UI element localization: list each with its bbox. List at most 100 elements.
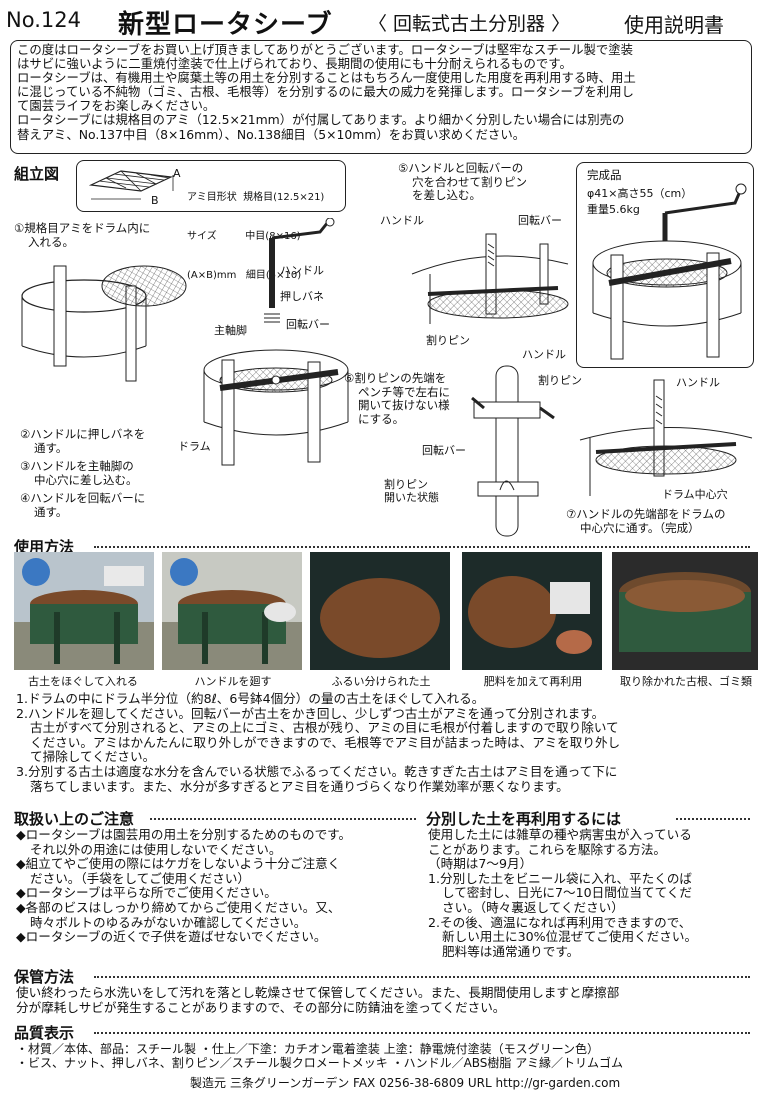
intro-line: この度はロータシーブをお買い上げ頂きましてありがとうございます。ロータシーブは堅…: [17, 42, 634, 57]
step-text: ⑦ハンドルの先端部をドラムの: [566, 507, 726, 521]
storage-heading: 保管方法: [14, 968, 75, 986]
cautions-list: ◆ロータシーブは園芸用の用土を分別するためのものです。 それ以外の用途には使用し…: [16, 827, 420, 945]
complete-weight: 重量5.6kg: [587, 203, 640, 216]
complete-product-box: 完成品 φ41×高さ55（cm） 重量5.6kg: [576, 162, 754, 368]
product-subtitle: 〈 回転式古土分別器 〉: [368, 13, 571, 35]
handle-parts-illustration: [264, 218, 335, 323]
usage-line: 3.分別する古土は適度な水分を含んでいる状態でふるってください。乾きすぎた古土は…: [16, 763, 618, 779]
intro-line: 替えアミ、No.137中目（8×16mm）、No.138細目（5×10mm）をお…: [17, 126, 526, 142]
intro-box: この度はロータシーブをお買い上げ頂きましてありがとうございます。ロータシーブは堅…: [10, 40, 752, 154]
caution-line: ◆ロータシーブの近くで子供を遊ばせないでください。: [16, 929, 327, 945]
usage-photo-5: [612, 552, 758, 670]
reuse-line: して密封し、日光に7～10日間位当ててくだ: [442, 885, 692, 901]
intro-line: て園芸ライフをお楽しみください。: [17, 98, 216, 114]
step-text: ③ハンドルを主軸脚の: [20, 459, 134, 473]
assembly-step-2: ②ハンドルに押しバネを 通す。: [20, 427, 146, 455]
mesh-spec-box: A B アミ目形状 規格目(12.5×21) サイズ 中目(8×16) (A×B…: [76, 160, 346, 281]
handle-label: ハンドル: [522, 348, 566, 361]
usage-photo-3: [310, 552, 450, 670]
drum-with-mesh-illustration: [21, 265, 187, 382]
label-text: 割りピン: [384, 478, 428, 491]
product-title: 新型ロータシーブ: [118, 10, 333, 40]
step-text: にする。: [358, 411, 405, 426]
photo-caption: 肥料を加えて再利用: [483, 675, 583, 688]
split-pin-label: 割りピン: [538, 374, 582, 387]
divider: [94, 976, 750, 978]
storage-line: 分が摩耗しサビが発生することがありますので、その部分に防錆油を塗ってください。: [16, 999, 506, 1015]
step-text: ペンチ等で左右に: [358, 384, 450, 399]
reuse-line: 使用した土には雑草の種や病害虫が入っている: [428, 827, 692, 842]
split-pin-label: 割りピン: [426, 334, 470, 347]
caution-line: それ以外の用途には使用しないでください。: [30, 841, 282, 857]
split-pin-open-label: 割りピン 開いた状態: [384, 478, 439, 504]
complete-title: 完成品: [587, 168, 622, 182]
step-text: 通す。: [34, 504, 68, 519]
reuse-line: （時期は7～9月）: [428, 856, 533, 872]
photo-caption: ふるい分けられた土: [331, 675, 431, 688]
reuse-heading: 分別した土を再利用するには: [426, 810, 622, 828]
reuse-line: ことがあります。これらを駆除する方法。: [428, 841, 667, 857]
product-number: No.124: [6, 8, 81, 32]
main-leg-label: 主軸脚: [214, 324, 247, 337]
intro-line: に混じっている不純物（ゴミ、古根、毛根等）を分別するのに最大の威力を発揮します。…: [17, 84, 634, 100]
dim-a-label: A: [173, 167, 181, 180]
label-text: 開いた状態: [384, 491, 439, 504]
rotary-bar-label: 回転バー: [518, 214, 562, 227]
quality-line: ・ビス、ナット、押しバネ、割りピン／スチール製クロメートメッキ ・ハンドル／AB…: [16, 1056, 624, 1071]
step-text: ⑥割りピンの先端を: [344, 371, 447, 385]
step-text: ⑤ハンドルと回転バーの: [398, 161, 524, 175]
usage-heading: 使用方法: [14, 538, 75, 556]
assembly-step-6: ⑥割りピンの先端を ペンチ等で左右に 開いて抜けない様 にする。: [344, 371, 450, 426]
manufacturer-footer: 製造元 三条グリーンガーデン FAX 0256-38-6809 URL http…: [190, 1076, 621, 1090]
complete-size: φ41×高さ55（cm）: [587, 187, 693, 200]
photo-caption: 取り除かれた古根、ゴミ類: [620, 675, 752, 688]
caution-line: 時々ボルトのゆるみがないか確認してください。: [30, 914, 307, 930]
caution-line: ◆各部のビスはしっかり締めてからご使用ください。又、: [16, 899, 341, 915]
reuse-line: 肥料等は通常通りです。: [442, 943, 580, 959]
handle-into-drum-illustration: [579, 379, 753, 496]
usage-instructions: 1.ドラムの中にドラム半分位（約8ℓ、6号鉢4個分）の量の古土をほぐして入れる。…: [16, 691, 758, 794]
intro-line: ロータシーブには規格目のアミ（12.5×21mm）が付属してあります。より細かく…: [17, 112, 625, 128]
complete-product-illustration: [592, 183, 747, 360]
storage-text: 使い終わったら水洗いをして汚れを落とし乾燥させて保管してください。また、長期間使…: [16, 985, 758, 1015]
step-text: 穴を合わせて割りピン: [412, 174, 527, 189]
step-text: 開いて抜けない様: [358, 398, 450, 412]
reuse-line: 2.その後、適温になれば再利用できますので、: [428, 914, 692, 930]
spring-label: 押しバネ: [280, 290, 324, 303]
quality-line: ・材質／本体、部品：スチール製 ・仕上／下塗：カチオン電着塗装 上塗：静電焼付塗…: [16, 1042, 600, 1056]
quality-heading: 品質表示: [14, 1024, 75, 1042]
dim-b-label: B: [151, 194, 159, 207]
usage-line: 1.ドラムの中にドラム半分位（約8ℓ、6号鉢4個分）の量の古土をほぐして入れる。: [16, 691, 485, 706]
caution-line: ◆ロータシーブは園芸用の用土を分別するためのものです。: [16, 827, 352, 842]
handle-label: ハンドル: [676, 376, 720, 389]
assembly-step-5: ⑤ハンドルと回転バーの 穴を合わせて割りピン を差し込む。: [398, 161, 527, 203]
caution-line: ださい。（手袋をしてご使用ください）: [30, 870, 251, 886]
reuse-line: さい。（時々裏返してください）: [442, 899, 624, 915]
rotary-bar-label: 回転バー: [286, 318, 330, 331]
reuse-list: 使用した土には雑草の種や病害虫が入っている ことがあります。これらを駆除する方法…: [428, 827, 758, 959]
step-text: 中心穴に差し込む。: [34, 472, 138, 487]
assembly-step-4: ④ハンドルを回転バーに 通す。: [20, 491, 145, 519]
step-text: 入れる。: [28, 234, 74, 249]
usage-photo-1: [14, 552, 154, 670]
quality-text: ・材質／本体、部品：スチール製 ・仕上／下塗：カチオン電着塗装 上塗：静電焼付塗…: [16, 1042, 760, 1070]
assembly-step-1: ①規格目アミをドラム内に 入れる。: [14, 221, 150, 249]
pin-insertion-illustration: [411, 233, 569, 324]
reuse-line: 新しい用土に30%位混ぜてご使用ください。: [442, 929, 698, 945]
usage-photo-4: [462, 552, 602, 670]
mesh-diagram-icon: [88, 170, 174, 200]
usage-photo-2: [162, 552, 302, 670]
caution-line: ◆組立てやご使用の際にはケガをしないよう十分ご注意く: [16, 856, 341, 872]
usage-line: 2.ハンドルを廻してください。回転バーが古土をかき回し、少しずつ古土がアミを通っ…: [16, 705, 605, 721]
intro-line: はサビに強いように二重焼付塗装で仕上げられており、長期間の使用にも十分耐えられる…: [17, 56, 572, 72]
usage-line: 落ちてしまいます。また、水分が多すぎるとアミ目を通りづらくなり作業効率が悪くなり…: [30, 778, 569, 794]
intro-line: ロータシーブは、有機用土や腐葉土等の用土を分別することはもちろん一度使用した用度…: [17, 70, 636, 86]
handle-label: ハンドル: [280, 264, 324, 277]
step-text: ②ハンドルに押しバネを: [20, 427, 146, 441]
rotary-bar-label: 回転バー: [422, 444, 466, 457]
handle-label: ハンドル: [380, 214, 424, 227]
drum-label: ドラム: [178, 440, 211, 453]
step-text: 中心穴に通す。（完成）: [580, 520, 700, 535]
assembly-heading: 組立図: [14, 165, 60, 183]
drum-hole-label: ドラム中心穴: [662, 488, 728, 501]
